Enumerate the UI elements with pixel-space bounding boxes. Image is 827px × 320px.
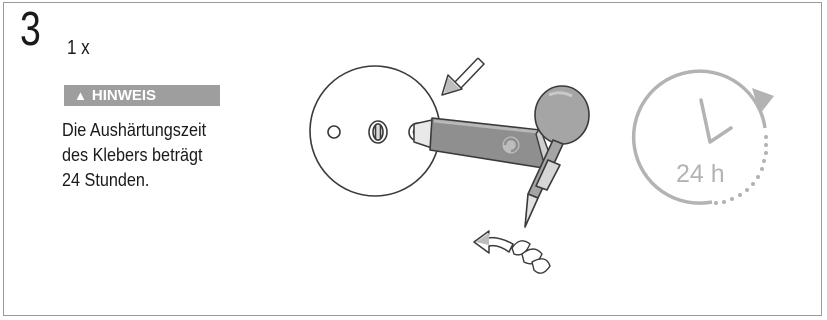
notice-line: Die Aushärtungszeit (62, 120, 207, 140)
remove-cap-arrow-icon (473, 230, 514, 254)
notice-line: 24 Stunden. (62, 170, 150, 190)
timer-label: 24 h (676, 160, 725, 188)
step-number: 3 (20, 3, 41, 56)
piercing-tool (524, 85, 590, 228)
wall-plate (309, 65, 441, 197)
notice-label: HINWEIS (91, 87, 157, 104)
warning-triangle-icon: ▲ (74, 88, 87, 103)
glue-tube (413, 117, 557, 180)
timer-clock-icon (631, 69, 774, 205)
notice-line: des Klebers beträgt (62, 145, 203, 165)
quantity-label: 1 x (67, 37, 90, 59)
notice-badge: ▲ HINWEIS (64, 85, 220, 106)
instruction-panel (3, 2, 822, 316)
press-arrow-icon (441, 57, 486, 96)
notice-text: Die Aushärtungszeit des Klebers beträgt … (62, 118, 260, 193)
cap-curl (511, 240, 551, 274)
